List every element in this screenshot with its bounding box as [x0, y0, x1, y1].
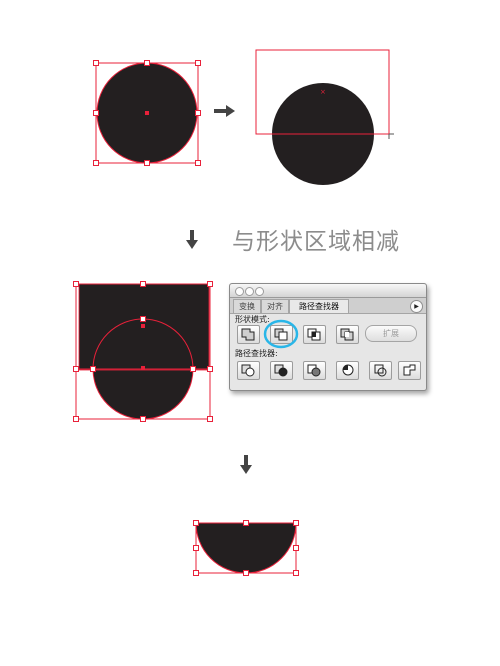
merge-button[interactable]: [303, 361, 326, 380]
panel-menu-icon[interactable]: ▶: [410, 300, 423, 313]
divide-icon: [241, 364, 255, 377]
minus-back-icon: [403, 364, 416, 376]
pathfinders-label: 路径查找器:: [235, 349, 278, 358]
arrow-right-icon: [214, 105, 235, 117]
selected-circle-figure: [93, 60, 201, 166]
merge-icon: [307, 364, 321, 377]
tab-align[interactable]: 对齐: [261, 299, 289, 313]
arrow-down-icon: [240, 455, 252, 474]
shape-modes-label: 形状模式:: [235, 315, 270, 324]
zoom-icon[interactable]: [255, 287, 264, 296]
close-icon[interactable]: [235, 287, 244, 296]
subtract-shape-icon: [274, 328, 288, 341]
tab-pathfinder[interactable]: 路径查找器: [289, 299, 349, 313]
highlight-ring: [263, 319, 299, 349]
overlapping-shapes-figure: [73, 281, 213, 422]
subtract-from-shape-area-button[interactable]: [270, 325, 293, 344]
outline-icon: [374, 364, 387, 377]
minus-back-button[interactable]: [398, 361, 421, 380]
panel-titlebar[interactable]: [230, 284, 426, 298]
svg-text:×: ×: [320, 88, 326, 96]
trim-button[interactable]: [270, 361, 293, 380]
expand-button[interactable]: 扩展: [365, 325, 417, 342]
arrow-down-icon: [186, 230, 198, 249]
exclude-overlapping-shape-areas-button[interactable]: [336, 325, 359, 344]
tab-transform[interactable]: 变换: [233, 299, 261, 313]
half-circle-shape: [195, 522, 297, 574]
add-to-shape-area-button[interactable]: [237, 325, 260, 344]
crop-icon: [342, 364, 354, 376]
pathfinder-panel: 变换 对齐 路径查找器 ▶ 形状模式: 扩展: [229, 283, 427, 391]
divide-button[interactable]: [237, 361, 260, 380]
exclude-shape-icon: [340, 328, 354, 341]
minimize-icon[interactable]: [245, 287, 254, 296]
result-half-circle-figure: [193, 520, 299, 576]
step-caption: 与形状区域相减: [232, 229, 400, 255]
draw-rectangle-figure: ×: [255, 49, 394, 185]
outline-button[interactable]: [369, 361, 392, 380]
crop-button[interactable]: [336, 361, 359, 380]
add-shape-icon: [241, 328, 255, 341]
intersect-shape-icon: [307, 328, 321, 341]
trim-icon: [274, 364, 288, 377]
panel-tabs: 变换 对齐 路径查找器: [230, 298, 426, 314]
intersect-shape-areas-button[interactable]: [303, 325, 326, 344]
